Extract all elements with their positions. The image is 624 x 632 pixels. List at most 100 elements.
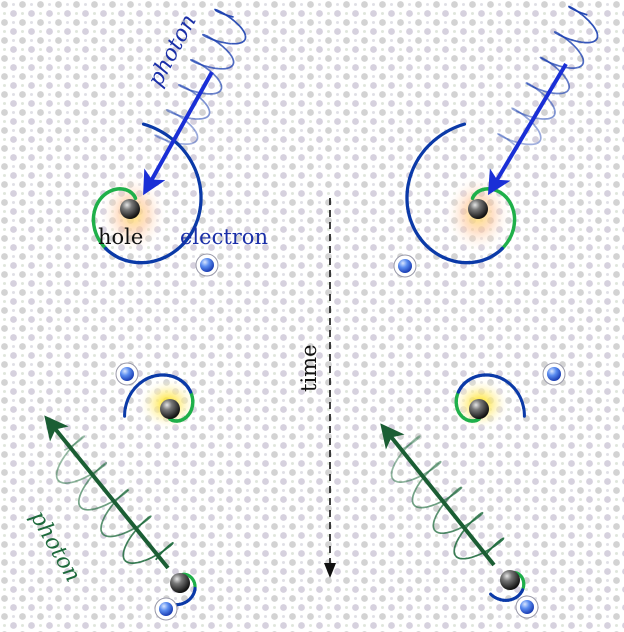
photon-absorb-wave [178, 84, 191, 92]
orbit-segment [175, 236, 190, 252]
photon-absorb-wave [536, 88, 556, 110]
photon-emit-wave [433, 496, 451, 520]
orbit-segment [416, 142, 433, 160]
photon-emit-wave [476, 511, 484, 518]
orbit-segment [522, 406, 526, 418]
orbit-segment [409, 156, 421, 177]
photon-absorb-wave [559, 33, 581, 54]
orbit-segment [418, 236, 433, 252]
photon-emit-wave [144, 515, 152, 522]
photon-absorb-wave [201, 64, 229, 70]
photon-absorb-wave [568, 5, 583, 16]
photon-absorb-wave [535, 126, 542, 145]
photon-emit-wave [116, 489, 130, 500]
photon-emit-wave [100, 461, 108, 469]
photon-waves [55, 5, 599, 564]
photon-absorb-wave [543, 109, 556, 120]
orbit-segment [163, 247, 179, 259]
photon-emit-wave [453, 536, 461, 557]
orbit-segment [93, 228, 101, 242]
photon-emit-wave [449, 487, 463, 498]
photon-absorb-wave [154, 134, 169, 142]
photon-emit-wave [392, 478, 413, 483]
electron-particle [115, 362, 139, 386]
orbit-segment [193, 207, 202, 227]
electron-particle [542, 362, 566, 386]
photon-emit-wave [462, 513, 483, 528]
photon-emit-wave [100, 521, 108, 538]
orbit-segment [406, 207, 415, 227]
photon-absorb-wave [541, 56, 560, 72]
photon-emit-wave [411, 477, 424, 501]
orbit-segment [429, 247, 445, 259]
orbit-segment [195, 173, 203, 194]
photon-emit-arrow [380, 423, 496, 567]
photon-absorb-wave [154, 134, 173, 146]
photon-emit-wave [77, 435, 85, 442]
photon-emit-wave [432, 518, 440, 534]
photon-absorb-wave [191, 59, 212, 73]
orbit-segment [175, 142, 192, 160]
photon-absorb-wave [227, 15, 247, 36]
hole-particle [120, 199, 140, 219]
photon-absorb-wave [498, 133, 516, 146]
electron-particle [154, 597, 178, 621]
orbit-segment [150, 255, 167, 264]
photon-emit-wave [413, 435, 421, 441]
orbit-segment [428, 130, 448, 146]
orbit-segment [500, 238, 511, 251]
electron-particle [515, 595, 539, 619]
photon-absorb-wave [515, 109, 537, 128]
photon-emit-wave [77, 502, 92, 511]
orbit-segment [97, 238, 108, 251]
orbit-segment [405, 173, 413, 194]
orbit-segment [454, 259, 472, 265]
photon-emit-wave [390, 459, 398, 480]
photon-absorb-wave [547, 89, 570, 95]
orbit-segment [441, 255, 458, 264]
photon-absorb-wave [214, 8, 229, 18]
photon-emit-wave [124, 559, 145, 564]
photon-absorb-wave [516, 110, 544, 120]
time-label: time [297, 345, 321, 393]
electron-particle [393, 254, 417, 278]
electron-orbits [91, 122, 526, 607]
photon-absorb-arrow [143, 71, 214, 196]
photon-absorb-wave [228, 53, 235, 69]
photon-emit-wave [412, 466, 437, 481]
orbit-segment [480, 253, 495, 263]
electron-particle [195, 253, 219, 277]
photon-absorb-wave [189, 89, 210, 110]
hole-particle [468, 199, 488, 219]
photon-emit-wave [411, 500, 426, 509]
orbit-segment [187, 156, 199, 177]
photon-emit-wave [474, 542, 499, 558]
photon-absorb-wave [497, 133, 512, 142]
orbit-segment [491, 246, 504, 258]
electron-label: electron [180, 225, 268, 249]
orbit-segment [405, 190, 410, 211]
orbit-segment [444, 122, 467, 134]
photon-absorb-wave [583, 34, 599, 44]
photon-emit-wave [485, 538, 503, 556]
photon-emit-wave [435, 460, 442, 468]
orbit-segment [467, 258, 484, 265]
orbit-segment [489, 592, 495, 598]
photon-emit-wave [57, 479, 79, 484]
photon-emit-wave [395, 439, 415, 461]
photon-absorb-wave [553, 31, 561, 36]
hole-label: hole [98, 225, 143, 249]
photon-emit-wave [55, 460, 63, 481]
photon-absorb-wave [198, 108, 211, 120]
orbit-segment [141, 122, 164, 134]
orbit-segment [186, 223, 198, 241]
photon-emit-wave [167, 541, 174, 549]
photon-emit-wave [455, 555, 476, 560]
photon-absorb-wave [202, 33, 209, 38]
time-arrowhead [324, 563, 336, 578]
photon-absorb-wave [525, 82, 538, 90]
orbit-segment [410, 223, 422, 241]
photon-absorb-wave [191, 126, 199, 144]
